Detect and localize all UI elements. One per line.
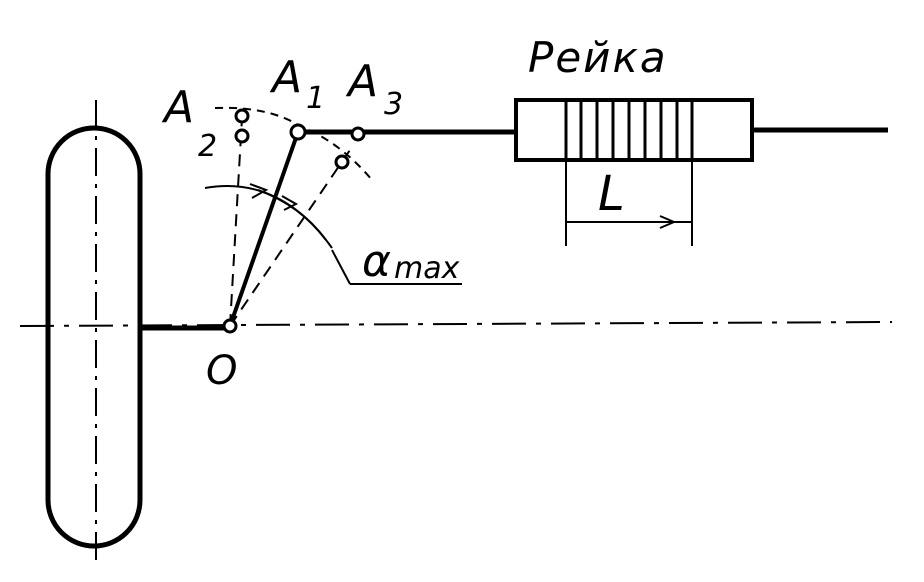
label-A1-sub: 1 bbox=[306, 81, 325, 116]
label-A1: A bbox=[269, 52, 302, 103]
label-A2-sub: 2 bbox=[198, 129, 217, 164]
label-L: L bbox=[598, 166, 625, 222]
rack-teeth bbox=[564, 100, 694, 160]
rack-housing bbox=[514, 98, 754, 162]
joint-A3 bbox=[350, 126, 366, 142]
angle-leader bbox=[331, 249, 351, 285]
angle-arc-inner bbox=[257, 189, 327, 241]
label-O: O bbox=[206, 348, 237, 394]
label-alpha-sub: max bbox=[394, 251, 460, 286]
rack-body bbox=[514, 98, 754, 162]
label-A2: A bbox=[161, 82, 194, 133]
arm-position-a3 bbox=[229, 149, 351, 327]
arm-position-a2 bbox=[229, 117, 243, 327]
label-A3-sub: 3 bbox=[384, 87, 403, 122]
joint-A1 bbox=[289, 123, 307, 141]
joint-A3-displaced bbox=[334, 154, 350, 170]
angle-arrow-1 bbox=[249, 183, 269, 199]
joint-O bbox=[222, 318, 238, 334]
label-alpha: α bbox=[362, 236, 391, 287]
axle-center-line bbox=[19, 321, 893, 327]
joints bbox=[222, 108, 366, 334]
angle-arrow-2 bbox=[281, 195, 299, 211]
steering-arm bbox=[228, 131, 300, 327]
wheel bbox=[45, 100, 143, 565]
dimension-L-arrow bbox=[659, 215, 677, 229]
dimension-L bbox=[565, 160, 693, 246]
rack-label: Рейка bbox=[528, 33, 668, 82]
wheel-outline bbox=[45, 125, 143, 549]
angle-alpha-max bbox=[204, 183, 462, 285]
joint-A2-lower bbox=[234, 128, 250, 144]
label-A3: A bbox=[345, 56, 378, 107]
joint-A2-upper bbox=[234, 108, 250, 124]
